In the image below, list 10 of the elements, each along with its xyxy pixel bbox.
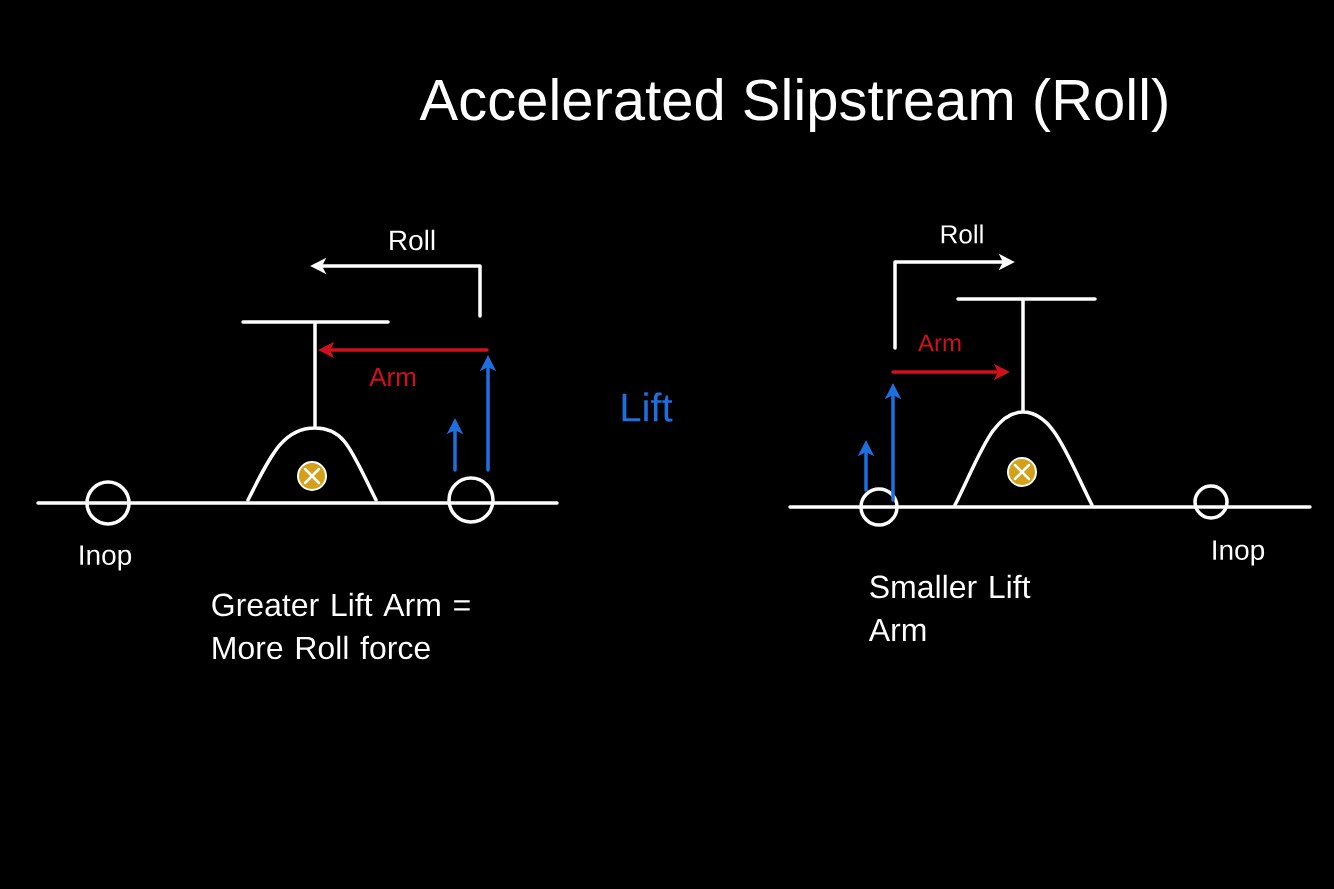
arm-label: Arm — [369, 368, 416, 386]
note-text: Smaller Lift Arm — [868, 574, 1031, 641]
note-text: Greater Lift Arm = More Roll force — [212, 592, 470, 660]
roll-label: Roll — [941, 224, 983, 244]
roll-label: Roll — [390, 229, 435, 251]
arm-label: Arm — [918, 334, 961, 352]
title: Accelerated Slipstream (Roll) — [419, 77, 1167, 133]
lift-label: Lift — [622, 392, 673, 422]
inop-label: Inop — [80, 545, 132, 571]
inop-label: Inop — [1213, 540, 1265, 566]
